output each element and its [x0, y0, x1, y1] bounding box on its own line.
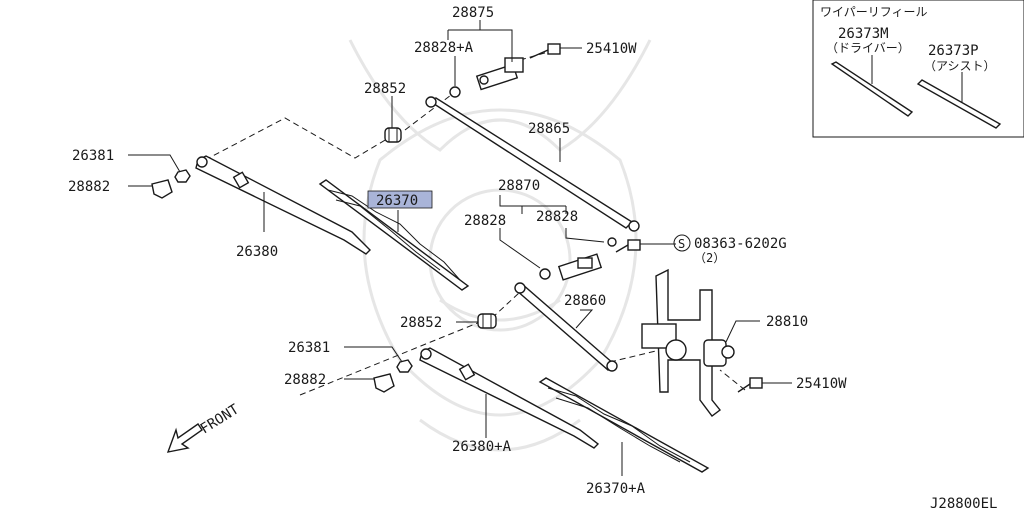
label-26373P: 26373P — [928, 43, 979, 59]
diagram-id: J28800EL — [930, 496, 997, 511]
label-28828A: 28828+A — [414, 40, 474, 56]
wiper-arm-26380A[interactable] — [419, 347, 600, 449]
label-28875: 28875 — [452, 5, 494, 21]
rod-connector-28875[interactable] — [449, 57, 524, 98]
label-25410W-top: 25410W — [586, 41, 637, 57]
cap-28882-top[interactable] — [151, 179, 173, 199]
label-26381-bottom: 26381 — [288, 340, 330, 356]
label-26380A: 26380+A — [452, 439, 512, 455]
label-front: FRONT — [198, 401, 243, 437]
label-28828-right: 28828 — [536, 209, 578, 225]
linkage-dashed-top — [204, 117, 393, 161]
refill-assist[interactable] — [916, 79, 1002, 129]
highlight-box-26370 — [367, 190, 433, 209]
link-rod-28860[interactable] — [514, 282, 618, 372]
label-25410W-bottom: 25410W — [796, 376, 847, 392]
inset-title: ワイパーリフィール — [820, 5, 928, 19]
label-assist-note: （アシスト） — [924, 59, 996, 73]
label-28852-top: 28852 — [364, 81, 406, 97]
label-26370[interactable]: 26370 — [376, 193, 418, 209]
wiper-motor-28810[interactable] — [641, 268, 735, 417]
wiper-blade-26370[interactable] — [318, 179, 470, 291]
screw-08363[interactable] — [615, 239, 641, 253]
grommet-28852-bottom[interactable] — [477, 313, 497, 329]
refill-driver[interactable] — [830, 61, 914, 117]
label-28882-bottom: 28882 — [284, 372, 326, 388]
front-arrow-icon — [166, 423, 203, 453]
label-26380: 26380 — [236, 244, 278, 260]
label-28865: 28865 — [528, 121, 570, 137]
label-28870: 28870 — [498, 178, 540, 194]
grommet-28852-top[interactable] — [384, 127, 402, 143]
nut-26381-top[interactable] — [174, 169, 191, 183]
label-26381-top: 26381 — [72, 148, 114, 164]
label-driver-note: （ドライバー） — [826, 41, 910, 55]
label-26370A: 26370+A — [586, 481, 646, 497]
label-28882-top: 28882 — [68, 179, 110, 195]
label-28852-bottom: 28852 — [400, 315, 442, 331]
label-28860: 28860 — [564, 293, 606, 309]
label-26373M: 26373M — [838, 26, 889, 42]
label-screw-qty: （2） — [694, 251, 725, 265]
wiper-blade-26370A[interactable] — [538, 377, 710, 473]
rod-connector-28870[interactable] — [539, 237, 617, 281]
bolt-25410W-top[interactable] — [529, 43, 561, 59]
refill-inset: ワイパーリフィール 26373M （ドライバー） 26373P （アシスト） — [812, 0, 1024, 138]
link-rod-28865[interactable] — [425, 96, 640, 232]
screw-symbol-circle — [673, 234, 691, 252]
label-28828-left: 28828 — [464, 213, 506, 229]
screw-symbol: S — [678, 237, 685, 251]
wiper-arm-26380[interactable] — [195, 155, 371, 255]
label-08363-6202G: 08363-6202G — [694, 236, 787, 252]
label-28810: 28810 — [766, 314, 808, 330]
bolt-25410W-bottom[interactable] — [737, 377, 763, 393]
cap-28882-bottom[interactable] — [373, 373, 395, 393]
nut-26381-bottom[interactable] — [396, 359, 413, 373]
